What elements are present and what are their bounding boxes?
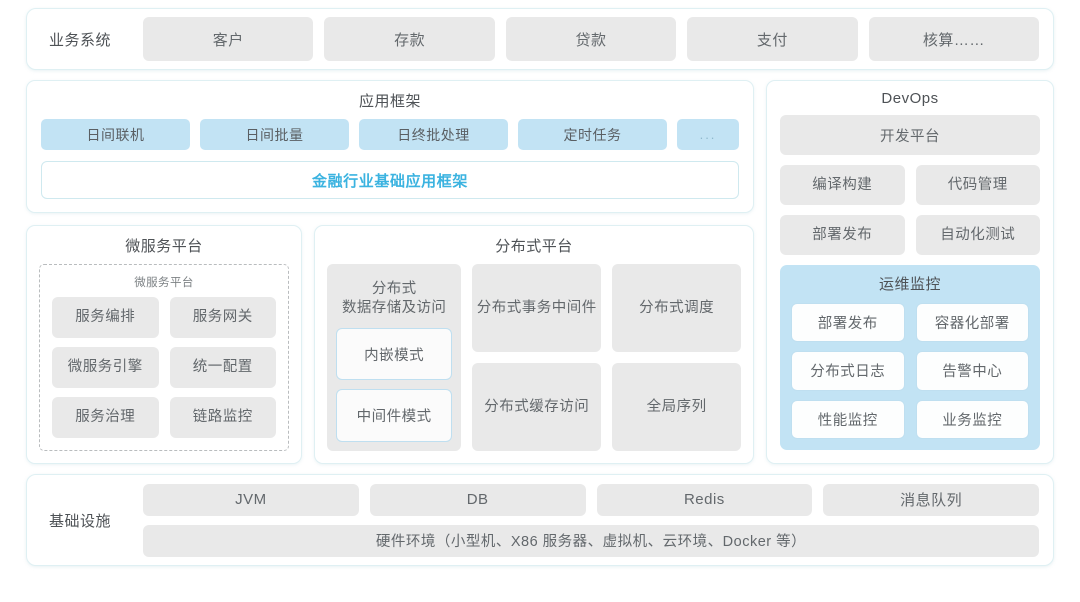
infra-chip-message-queue[interactable]: 消息队列 xyxy=(823,483,1039,516)
ops-monitoring-block: 运维监控 部署发布 容器化部署 分布式日志 告警中心 性能监控 业务监控 xyxy=(780,265,1040,450)
business-systems-section: 业务系统 客户 存款 贷款 支付 核算…… xyxy=(26,8,1054,70)
microservice-platform-panel: 微服务平台 微服务平台 服务编排 服务网关 微服务引擎 统一配置 服务治理 链路… xyxy=(26,225,302,464)
infra-chip-jvm[interactable]: JVM xyxy=(143,483,359,516)
dist-cell-global-sequence[interactable]: 全局序列 xyxy=(612,363,741,451)
ops-cell-distributed-logging[interactable]: 分布式日志 xyxy=(791,351,905,391)
devops-item-compile-build[interactable]: 编译构建 xyxy=(780,165,905,205)
storage-mode-embedded[interactable]: 内嵌模式 xyxy=(336,327,453,381)
financial-foundation-framework-bar: 金融行业基础应用框架 xyxy=(41,161,739,199)
infra-chip-redis[interactable]: Redis xyxy=(596,483,813,516)
business-chip-deposit[interactable]: 存款 xyxy=(324,17,495,61)
distributed-platform-title: 分布式平台 xyxy=(495,238,573,255)
devops-item-dev-platform[interactable]: 开发平台 xyxy=(780,115,1040,155)
dist-cell-2-line2: 缓存访问 xyxy=(529,398,590,415)
ops-cell-performance-monitoring[interactable]: 性能监控 xyxy=(791,399,905,439)
devops-item-automated-testing[interactable]: 自动化测试 xyxy=(915,215,1040,255)
infrastructure-hardware-bar[interactable]: 硬件环境（小型机、X86 服务器、虚拟机、云环境、Docker 等） xyxy=(143,524,1039,557)
business-chip-payment[interactable]: 支付 xyxy=(687,17,858,61)
platform-column: 应用框架 日间联机 日间批量 日终批处理 定时任务 ... 金融行业基础应用框架… xyxy=(26,80,754,464)
devops-title: DevOps xyxy=(881,90,939,107)
storage-title-line1: 分布式 xyxy=(371,281,417,297)
devops-item-code-management[interactable]: 代码管理 xyxy=(915,165,1040,205)
infra-chip-db[interactable]: DB xyxy=(369,483,586,516)
microservice-inner-caption: 微服务平台 xyxy=(134,277,194,289)
business-systems-chip-list: 客户 存款 贷款 支付 核算…… xyxy=(143,17,1040,61)
ops-cell-deploy-release[interactable]: 部署发布 xyxy=(791,303,905,343)
devops-column: DevOps 开发平台 编译构建 代码管理 部署发布 自动化测试 运维监控 部署… xyxy=(766,80,1054,464)
distributed-storage-card[interactable]: 分布式 数据存储及访问 内嵌模式 中间件模式 xyxy=(327,264,462,451)
distributed-platform-body: 分布式 数据存储及访问 内嵌模式 中间件模式 分布式 事务中间件 xyxy=(327,264,741,451)
micro-cell-service-orchestration[interactable]: 服务编排 xyxy=(52,297,159,338)
application-framework-chip-list: 日间联机 日间批量 日终批处理 定时任务 ... xyxy=(41,119,739,150)
dist-cell-cache-access[interactable]: 分布式 缓存访问 xyxy=(472,363,602,451)
micro-cell-unified-config[interactable]: 统一配置 xyxy=(169,347,276,388)
infrastructure-chip-list: JVM DB Redis 消息队列 xyxy=(143,483,1039,516)
application-framework-panel: 应用框架 日间联机 日间批量 日终批处理 定时任务 ... 金融行业基础应用框架 xyxy=(26,80,754,213)
appfw-chip-daytime-online[interactable]: 日间联机 xyxy=(41,119,190,150)
dist-cell-scheduling[interactable]: 分布式调度 xyxy=(612,264,741,352)
microservice-cell-grid: 服务编排 服务网关 微服务引擎 统一配置 服务治理 链路监控 xyxy=(52,297,276,438)
infrastructure-section: 基础设施 JVM DB Redis 消息队列 硬件环境（小型机、X86 服务器、… xyxy=(26,474,1054,566)
distributed-storage-column: 分布式 数据存储及访问 内嵌模式 中间件模式 xyxy=(327,264,462,451)
business-systems-label: 业务系统 xyxy=(48,31,111,49)
devops-panel: DevOps 开发平台 编译构建 代码管理 部署发布 自动化测试 运维监控 部署… xyxy=(766,80,1054,464)
micro-cell-service-gateway[interactable]: 服务网关 xyxy=(169,297,276,338)
ops-cell-alert-center[interactable]: 告警中心 xyxy=(915,351,1029,391)
middle-zone: 应用框架 日间联机 日间批量 日终批处理 定时任务 ... 金融行业基础应用框架… xyxy=(26,80,1054,464)
storage-mode-middleware[interactable]: 中间件模式 xyxy=(336,389,453,442)
appfw-chip-eod-batch[interactable]: 日终批处理 xyxy=(359,119,508,150)
devops-item-deploy-release[interactable]: 部署发布 xyxy=(780,215,905,255)
micro-cell-service-governance[interactable]: 服务治理 xyxy=(52,397,159,438)
appfw-chip-more[interactable]: ... xyxy=(677,119,739,150)
micro-cell-trace-monitoring[interactable]: 链路监控 xyxy=(169,397,276,438)
ops-monitoring-title: 运维监控 xyxy=(878,276,941,293)
micro-cell-microservice-engine[interactable]: 微服务引擎 xyxy=(52,347,159,388)
business-chip-accounting[interactable]: 核算…… xyxy=(868,17,1040,61)
storage-title-line2: 数据存储及访问 xyxy=(342,299,447,316)
devops-grid: 编译构建 代码管理 部署发布 自动化测试 xyxy=(780,165,1040,255)
microservice-platform-title: 微服务平台 xyxy=(125,238,203,255)
ops-monitoring-grid: 部署发布 容器化部署 分布式日志 告警中心 性能监控 业务监控 xyxy=(791,303,1029,439)
appfw-chip-daytime-batch[interactable]: 日间批量 xyxy=(200,119,349,150)
dist-cell-2-line1: 分布式 xyxy=(484,398,530,415)
application-framework-title: 应用框架 xyxy=(358,93,421,110)
business-chip-customer[interactable]: 客户 xyxy=(143,17,314,61)
devops-body: 开发平台 编译构建 代码管理 部署发布 自动化测试 运维监控 部署发布 容器化部… xyxy=(780,115,1040,450)
ops-cell-business-monitoring[interactable]: 业务监控 xyxy=(915,399,1029,439)
distributed-cell-grid: 分布式 事务中间件 分布式调度 分布式 缓存访问 全局序列 xyxy=(472,264,741,451)
business-chip-loan[interactable]: 贷款 xyxy=(505,17,677,61)
distributed-storage-title: 分布式 数据存储及访问 xyxy=(336,272,452,328)
appfw-chip-scheduled-task[interactable]: 定时任务 xyxy=(518,119,667,150)
infrastructure-label: 基础设施 xyxy=(48,512,111,530)
dist-cell-0-line1: 分布式 xyxy=(476,299,522,316)
distributed-platform-panel: 分布式平台 分布式 数据存储及访问 内嵌模式 中间件模式 xyxy=(314,225,754,464)
infrastructure-content: JVM DB Redis 消息队列 硬件环境（小型机、X86 服务器、虚拟机、云… xyxy=(143,483,1039,557)
dist-cell-transaction-middleware[interactable]: 分布式 事务中间件 xyxy=(472,264,602,352)
ops-cell-containerized-deploy[interactable]: 容器化部署 xyxy=(915,303,1029,343)
platform-row: 微服务平台 微服务平台 服务编排 服务网关 微服务引擎 统一配置 服务治理 链路… xyxy=(26,225,754,464)
dist-cell-0-line2: 事务中间件 xyxy=(521,299,597,316)
microservice-inner-box: 微服务平台 服务编排 服务网关 微服务引擎 统一配置 服务治理 链路监控 xyxy=(39,264,289,451)
